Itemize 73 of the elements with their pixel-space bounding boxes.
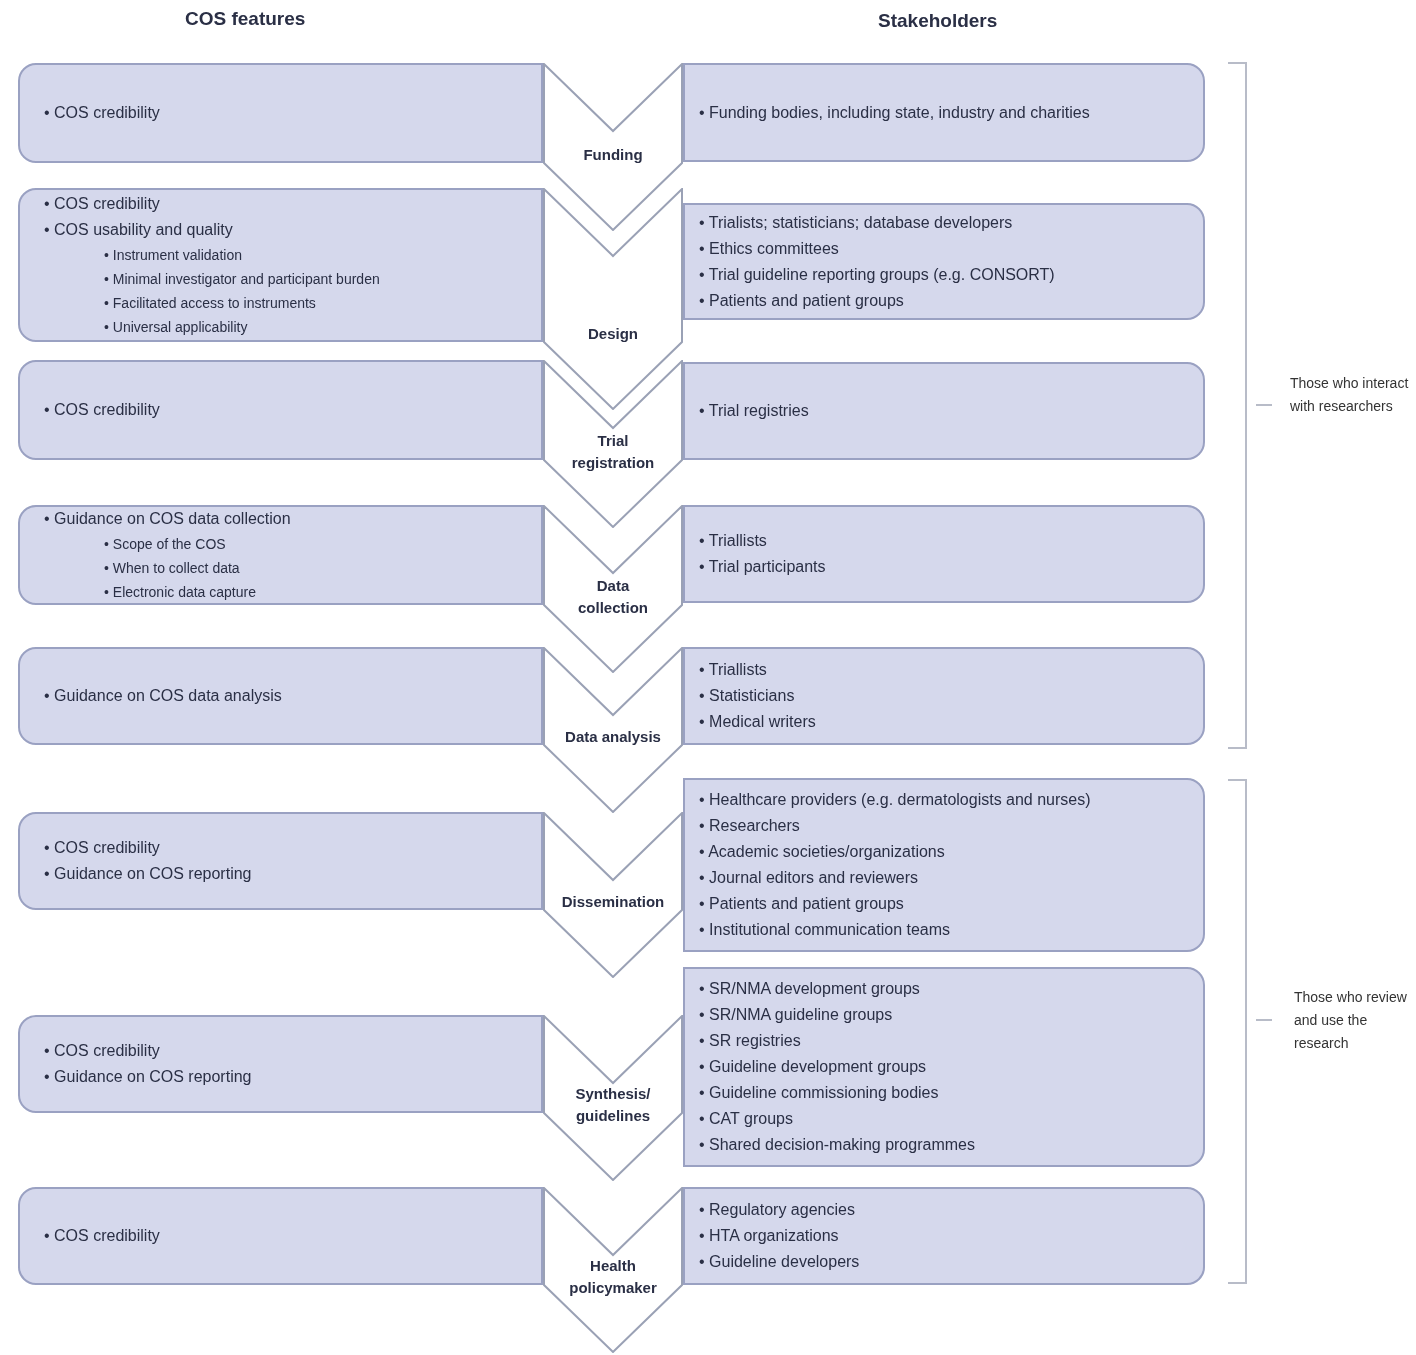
feature-box — [18, 505, 543, 605]
bullet-item: • Funding bodies, including state, industry and charities — [699, 102, 1091, 123]
bullet-item: • Medical writers — [699, 712, 817, 732]
bullet-item: • Academic societies/organizations — [699, 842, 946, 862]
bullet-item: • CAT groups — [699, 1109, 794, 1129]
bullet-item: • Trial guideline reporting groups (e.g. CONSORT) — [699, 264, 1056, 285]
bullet-item: • Researchers — [699, 816, 801, 836]
bullet-item: • COS credibility — [44, 400, 161, 420]
bullet-item: • Guideline commissioning bodies — [699, 1083, 940, 1103]
stakeholder-box — [683, 362, 1205, 460]
bullet-item: • Instrument validation — [104, 246, 243, 265]
bullet-item: • Shared decision-making programmes — [699, 1135, 976, 1155]
bullet-item: • Guideline development groups — [699, 1057, 928, 1077]
stakeholder-box — [683, 203, 1205, 320]
bullet-item: • Universal applicability — [104, 318, 249, 337]
stage-label: Synthesis/ guidelines — [574, 1084, 652, 1126]
bullet-item: • Guideline developers — [699, 1252, 861, 1272]
stakeholder-box — [683, 505, 1205, 603]
bullet-item: • When to collect data — [104, 559, 241, 578]
bullet-item: • Healthcare providers (e.g. dermatologists and nurses) — [699, 790, 1092, 810]
stage-label: Trial registration — [570, 431, 656, 473]
stakeholder-box — [683, 63, 1205, 162]
stakeholder-box — [683, 967, 1205, 1167]
stage-label: Health policymaker — [568, 1256, 658, 1298]
bullet-item: • COS usability and quality — [44, 220, 234, 240]
bullet-item: • Statisticians — [699, 686, 796, 706]
bullet-item: • COS credibility — [44, 1041, 161, 1061]
bullet-item: • Scope of the COS — [104, 535, 227, 554]
bullet-item: • Facilitated access to instruments — [104, 294, 317, 313]
feature-box — [18, 1187, 543, 1285]
feature-box — [18, 812, 543, 910]
bullet-item: • Guidance on COS reporting — [44, 1067, 253, 1087]
bullet-item: • COS credibility — [44, 838, 161, 858]
stage-label: Dissemination — [560, 892, 666, 912]
bullet-item: • Trial participants — [699, 557, 827, 577]
bullet-item: • Guidance on COS reporting — [44, 864, 253, 884]
stage-label: Data collection — [577, 576, 649, 618]
stakeholder-box — [683, 647, 1205, 745]
bullet-item: • SR/NMA development groups — [699, 979, 921, 999]
bullet-item: • Institutional communication teams — [699, 920, 952, 940]
bullet-item: • Patients and patient groups — [699, 894, 905, 914]
bullet-item: • Trialists; statisticians; database developers — [699, 212, 1014, 233]
bullet-item: • COS credibility — [44, 103, 161, 123]
bracket-label: Those who interact with researchers — [1290, 374, 1410, 416]
stakeholder-box — [683, 778, 1205, 952]
bracket-label: Those who review and use the research — [1294, 988, 1408, 1053]
bullet-item: • Ethics committees — [699, 238, 840, 259]
bullet-item: • Patients and patient groups — [699, 290, 905, 311]
feature-box — [18, 360, 543, 460]
bullet-item: • Electronic data capture — [104, 583, 257, 602]
bullet-item: • Triallists — [699, 660, 768, 680]
bullet-item: • SR registries — [699, 1031, 802, 1051]
feature-box — [18, 647, 543, 745]
bullet-item: • SR/NMA guideline groups — [699, 1005, 894, 1025]
bullet-item: • COS credibility — [44, 1226, 161, 1246]
bullet-item: • Regulatory agencies — [699, 1200, 856, 1220]
bullet-item: • Triallists — [699, 531, 768, 551]
bullet-item: • Journal editors and reviewers — [699, 868, 920, 888]
bullet-item: • Guidance on COS data analysis — [44, 686, 283, 706]
column-heading: Stakeholders — [878, 10, 998, 32]
bullet-item: • HTA organizations — [699, 1226, 840, 1246]
stage-label: Funding — [582, 145, 644, 165]
feature-box — [18, 1015, 543, 1113]
stage-label: Design — [587, 324, 639, 344]
bullet-item: • Trial registries — [699, 401, 810, 421]
column-heading: COS features — [185, 8, 306, 30]
feature-box — [18, 63, 543, 163]
bullet-item: • COS credibility — [44, 194, 161, 214]
bullet-item: • Guidance on COS data collection — [44, 509, 292, 529]
feature-box — [18, 188, 543, 342]
stakeholder-box — [683, 1187, 1205, 1285]
bullet-item: • Minimal investigator and participant burden — [104, 270, 381, 289]
stage-label: Data analysis — [564, 727, 662, 747]
